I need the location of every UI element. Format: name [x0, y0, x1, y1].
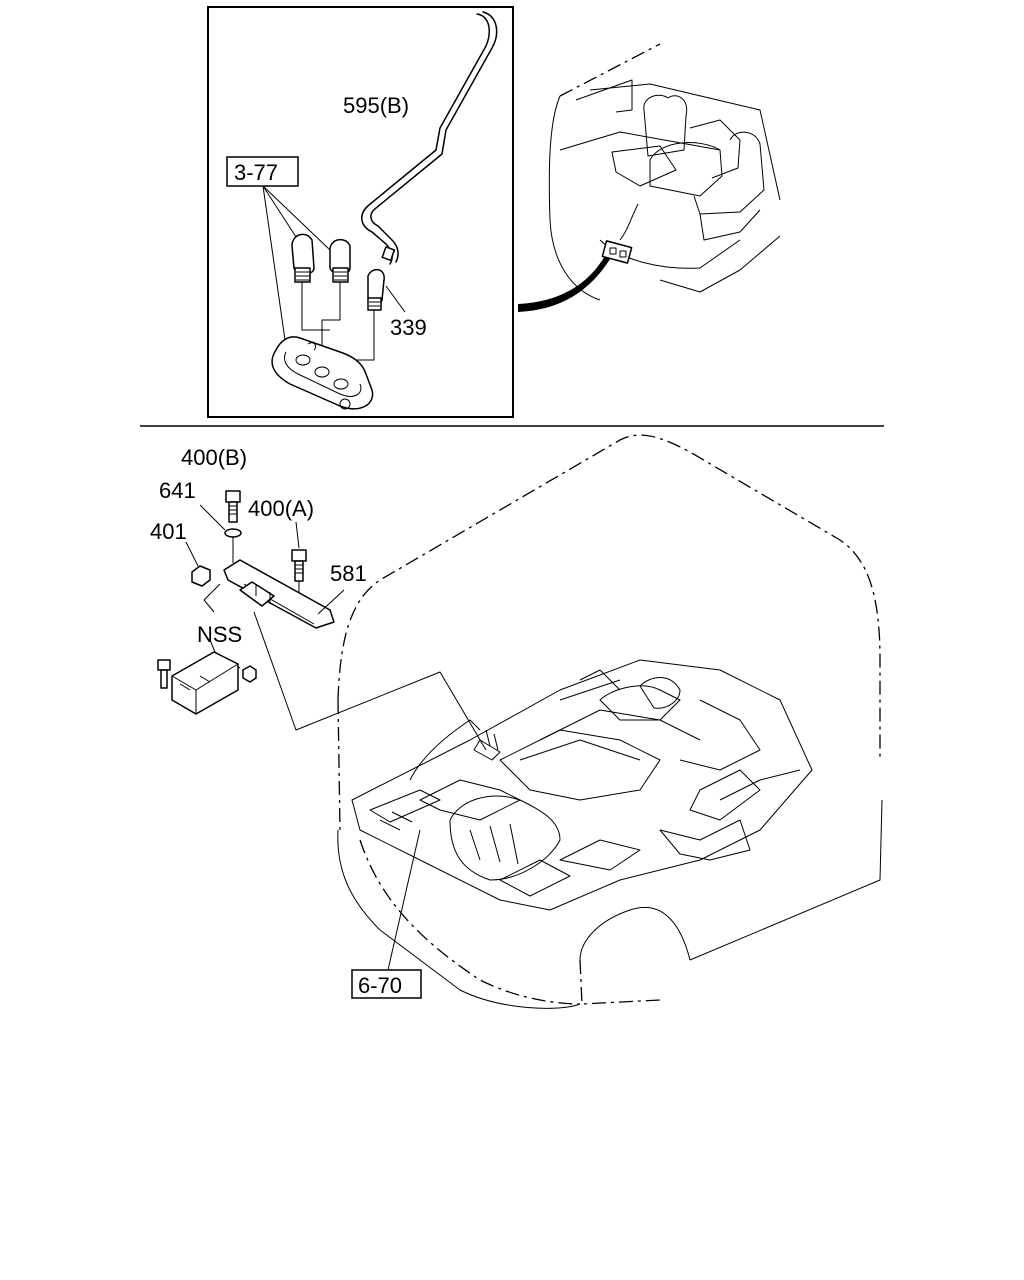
bolt-icon	[225, 490, 241, 523]
detail-inset-frame	[207, 6, 514, 418]
vehicle-body-outline	[337, 434, 883, 1009]
label-641: 641	[159, 478, 196, 503]
label-401: 401	[150, 519, 187, 544]
hose-icon	[361, 11, 498, 265]
washer-icon	[224, 528, 242, 538]
hose-fitting-icon	[291, 233, 330, 331]
bolt-icon	[291, 521, 307, 600]
bracket-icon	[203, 559, 345, 629]
hose-fitting-icon	[321, 238, 351, 352]
floor-panel-icon	[351, 659, 813, 911]
label-581: 581	[330, 561, 367, 586]
ref-box-3-77	[226, 156, 299, 187]
label-3-77: 3-77	[234, 160, 278, 185]
callout-arrow	[518, 254, 612, 312]
label-400b: 400(B)	[181, 445, 247, 470]
nut-icon	[185, 541, 211, 587]
label-339: 339	[390, 315, 427, 340]
label-6-70: 6-70	[358, 973, 402, 998]
label-nss: NSS	[197, 622, 242, 647]
label-595b: 595(B)	[343, 93, 409, 118]
grommet-plate-icon	[271, 336, 374, 410]
ref-box-6-70	[351, 969, 422, 999]
label-400a: 400(A)	[248, 496, 314, 521]
nss-bracket-icon	[157, 639, 257, 715]
vehicle-interior-icon	[548, 43, 781, 301]
